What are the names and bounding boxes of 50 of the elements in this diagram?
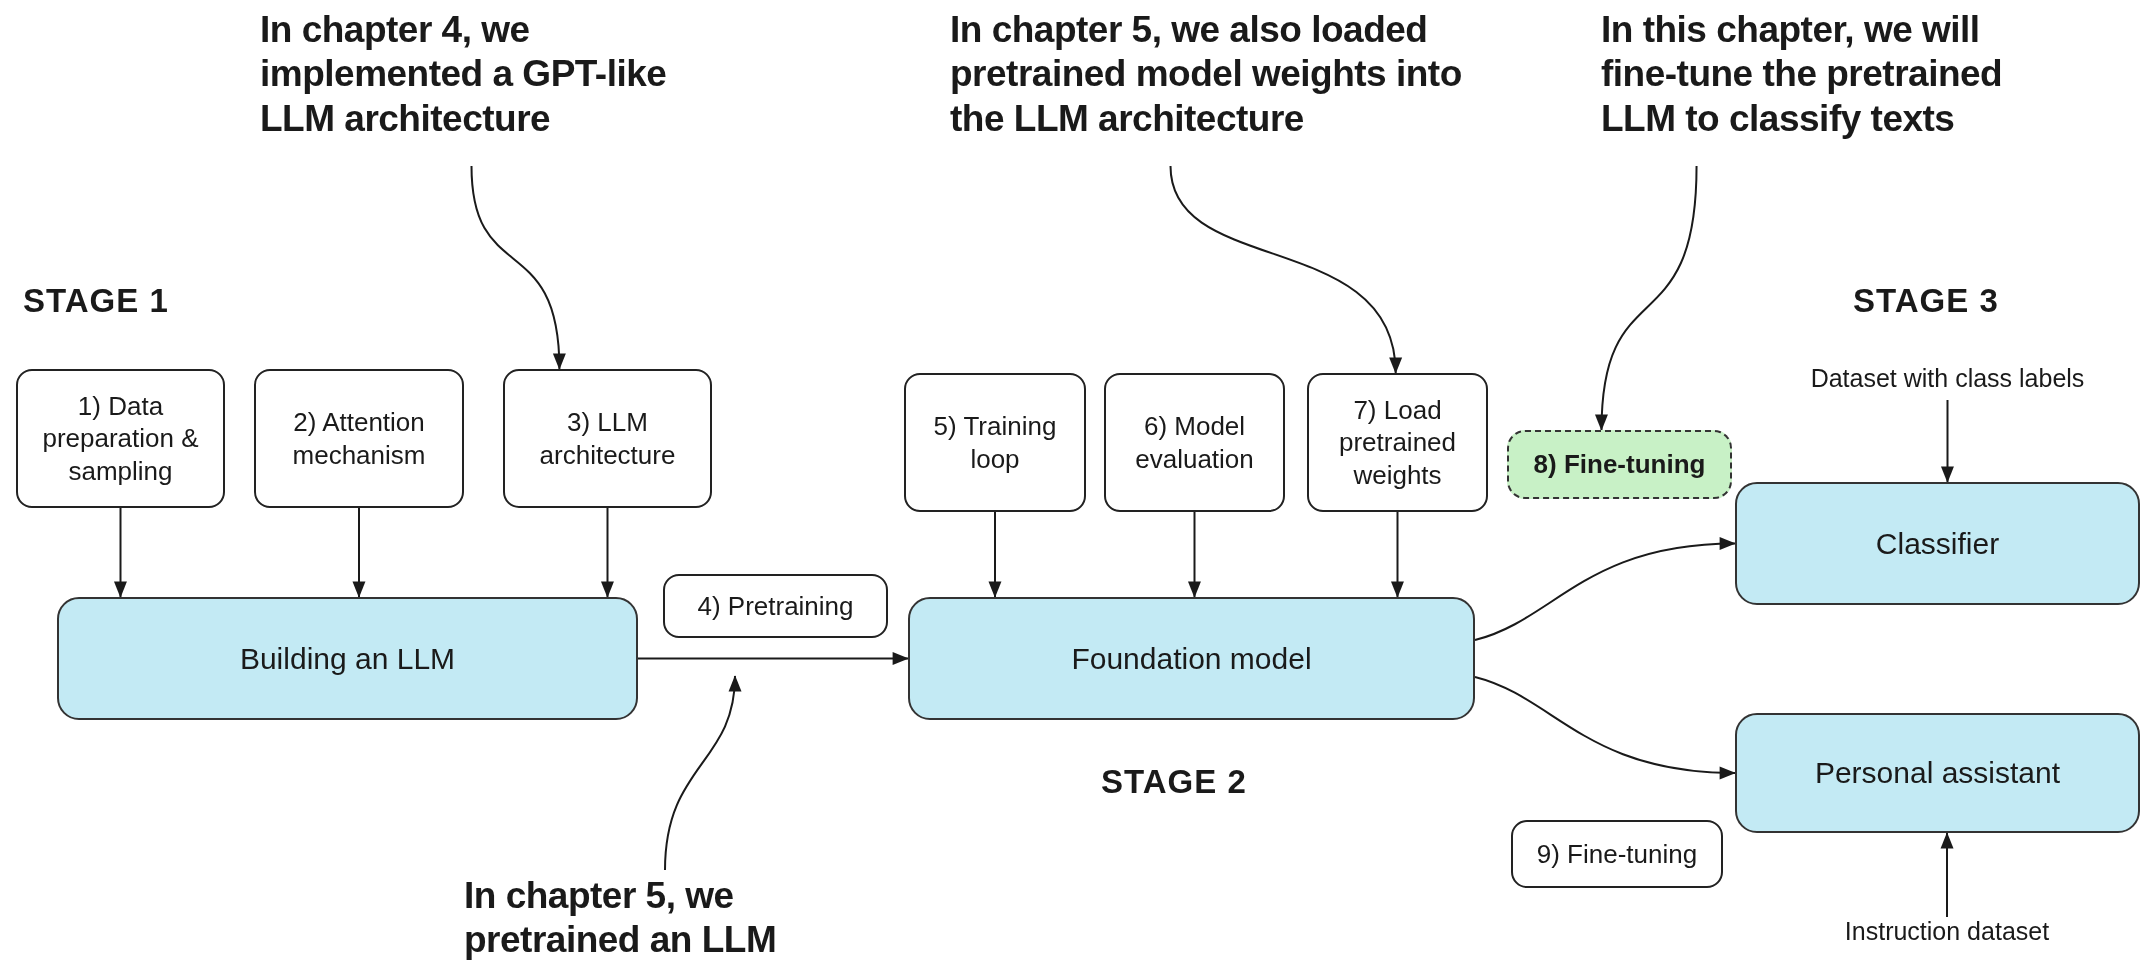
arrow — [1595, 165, 1698, 431]
highlighted-step-box — [1507, 430, 1732, 499]
arrow — [114, 507, 127, 598]
annotation-text: In this chapter, we will fine-tune the pretrained LLM to classify texts — [1601, 8, 2056, 142]
arrow — [352, 507, 366, 598]
box-label: 2) Attention mechanism — [291, 406, 427, 471]
step-box — [1104, 373, 1285, 512]
stage-box — [1735, 713, 2140, 833]
step-box — [254, 369, 464, 508]
box-label: Classifier — [1875, 525, 2000, 562]
step-box — [1307, 373, 1488, 512]
arrow — [1391, 511, 1404, 598]
input-label: Instruction dataset — [1797, 917, 2097, 946]
stage-heading: STAGE 1 — [23, 282, 169, 320]
box-label: Foundation model — [1071, 640, 1312, 677]
box-label: 6) Model evaluation — [1134, 410, 1255, 475]
step-box — [663, 574, 888, 638]
arrow — [1474, 675, 1736, 779]
arrow — [470, 165, 565, 370]
stage-heading: STAGE 2 — [1101, 763, 1247, 801]
arrow — [1941, 399, 1954, 483]
annotation-text: In chapter 4, we implemented a GPT-like LLM architecture — [260, 8, 710, 142]
input-label: Dataset with class labels — [1745, 364, 2142, 393]
stage-box — [908, 597, 1475, 720]
step-box — [904, 373, 1086, 512]
arrow — [1940, 832, 1954, 918]
arrow — [637, 652, 909, 665]
stage-box — [57, 597, 638, 720]
step-box — [1511, 820, 1723, 888]
arrow — [1169, 165, 1400, 374]
box-label: 1) Data preparation & sampling — [41, 389, 200, 488]
arrow — [601, 507, 614, 598]
box-label: 5) Training loop — [932, 410, 1058, 475]
step-box — [16, 369, 225, 508]
step-box — [503, 369, 712, 508]
annotation-text: In chapter 5, we also loaded pretrained model weights into the LLM architecture — [950, 8, 1475, 142]
box-label: 7) Load pretrained weights — [1337, 393, 1458, 492]
box-label: 3) LLM architecture — [538, 406, 677, 471]
box-label: Personal assistant — [1814, 755, 2061, 792]
box-label: 4) Pretraining — [697, 589, 854, 623]
arrow — [1188, 511, 1201, 598]
box-label: 8) Fine-tuning — [1533, 448, 1706, 481]
arrow — [664, 675, 741, 871]
arrow — [988, 511, 1002, 598]
annotation-text: In chapter 5, we pretrained an LLM — [464, 874, 799, 963]
stage-heading: STAGE 3 — [1853, 282, 1999, 320]
box-label: 9) Fine-tuning — [1536, 837, 1698, 871]
arrow — [1474, 537, 1736, 642]
stage-box — [1735, 482, 2140, 605]
box-label: Building an LLM — [239, 640, 456, 677]
